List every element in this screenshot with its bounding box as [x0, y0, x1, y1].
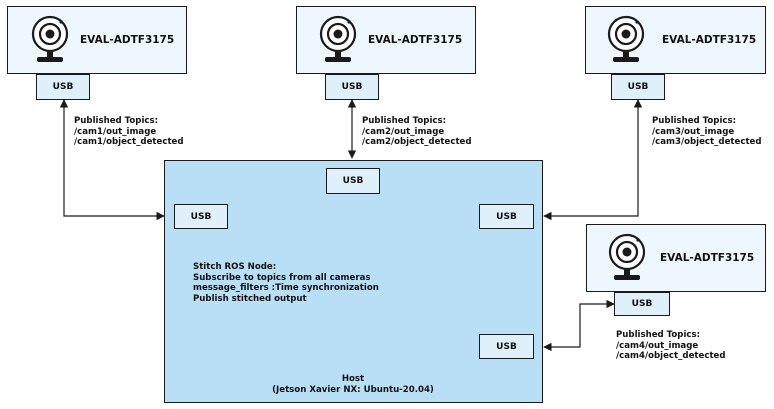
host-label: Host (Jetson Xavier NX: Ubuntu-20.04): [253, 374, 453, 395]
camera-3-label: EVAL-ADTF3175: [662, 34, 757, 46]
wire-cam1-to-host: [59, 99, 165, 221]
camera-1-topics: Published Topics: /cam1/out_image /cam1/…: [74, 116, 184, 148]
stitch-node-description: Stitch ROS Node: Subscribe to topics fro…: [193, 262, 379, 304]
camera-3-topics: Published Topics: /cam3/out_image /cam3/…: [652, 116, 762, 148]
webcam-icon: [608, 233, 646, 280]
host-usb-top: USB: [326, 168, 380, 194]
host-title: Host: [341, 374, 365, 384]
node-title: Stitch ROS Node:: [193, 262, 277, 272]
webcam-icon: [607, 15, 645, 62]
topic-object-detected: /cam3/object_detected: [652, 137, 762, 147]
topic-object-detected: /cam2/object_detected: [362, 137, 472, 147]
camera-4-usb-port: USB: [614, 292, 670, 316]
camera-3-usb-port: USB: [611, 74, 665, 100]
topics-title: Published Topics:: [362, 116, 447, 126]
camera-2-label: EVAL-ADTF3175: [368, 34, 463, 46]
host-box: [164, 160, 543, 403]
camera-2-topics: Published Topics: /cam2/out_image /cam2/…: [362, 116, 472, 148]
node-line-sync: message_filters :Time synchronization: [193, 283, 379, 293]
camera-2-usb-port: USB: [325, 74, 379, 100]
topic-out-image: /cam2/out_image: [362, 126, 445, 137]
host-usb-right: USB: [479, 204, 534, 229]
wire-cam3-to-host: [543, 99, 643, 221]
host-platform: (Jetson Xavier NX: Ubuntu-20.04): [272, 384, 434, 395]
topics-title: Published Topics:: [652, 116, 737, 126]
webcam-icon: [31, 15, 69, 62]
topic-object-detected: /cam1/object_detected: [74, 137, 184, 147]
camera-4-label: EVAL-ADTF3175: [660, 252, 755, 264]
node-line-subscribe: Subscribe to topics from all cameras: [193, 272, 371, 283]
camera-1-label: EVAL-ADTF3175: [80, 34, 175, 46]
wire-cam4-to-host: [543, 299, 615, 352]
node-line-publish: Publish stitched output: [193, 293, 307, 304]
topics-title: Published Topics:: [74, 116, 159, 126]
host-usb-left: USB: [174, 204, 228, 229]
topic-out-image: /cam1/out_image: [74, 126, 157, 137]
topic-out-image: /cam3/out_image: [652, 126, 735, 137]
camera-4-topics: Published Topics: /cam4/out_image /cam4/…: [616, 330, 726, 362]
camera-1-usb-port: USB: [36, 74, 90, 100]
topics-title: Published Topics:: [616, 330, 701, 340]
topic-out-image: /cam4/out_image: [616, 340, 699, 351]
host-usb-bottom-right: USB: [479, 334, 534, 359]
webcam-icon: [319, 15, 357, 62]
topic-object-detected: /cam4/object_detected: [616, 351, 726, 361]
